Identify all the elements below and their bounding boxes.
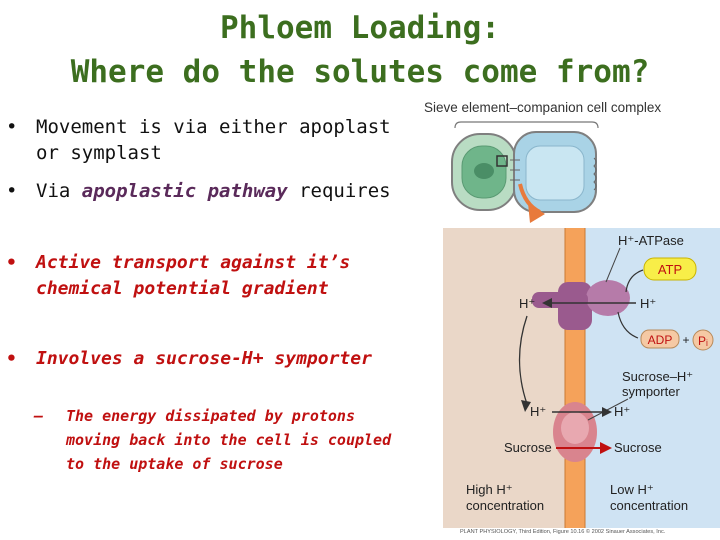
sucrose-left-label: Sucrose (504, 440, 552, 455)
sieve-cell-region (585, 228, 720, 528)
symporter-leader (587, 398, 629, 421)
zoom-marker-icon (496, 155, 508, 167)
companion-cell (451, 133, 517, 211)
inset-bracket (454, 121, 599, 129)
apoplast-region (443, 228, 565, 528)
h-ion-right-bottom: H⁺ (614, 404, 630, 419)
adp-badge (640, 329, 680, 349)
bullet-marker: • (6, 252, 17, 273)
symporter-label-line2: symporter (622, 384, 680, 399)
slide-title-line-1: Phloem Loading: (220, 10, 500, 46)
plus-label: + (682, 333, 689, 347)
adp-arrow-icon (617, 311, 639, 339)
atp-arrow-icon (625, 269, 644, 293)
bullet-text: Via apoplastic pathway requires (36, 178, 391, 204)
symporter-label-line1: Sucrose–H⁺ (622, 369, 693, 384)
h-ion-left-top: H⁺ (519, 296, 535, 311)
bullet-text: Active transport against it’s chemical p… (36, 252, 351, 299)
h-pump-arrowhead-icon (542, 298, 552, 308)
low-h-label-line1: Low H⁺ (610, 482, 654, 497)
adp-label: ADP (648, 333, 673, 347)
bullet-marker: • (6, 348, 17, 369)
h-atpase-protein (532, 280, 630, 330)
h-atpase-label: H⁺-ATPase (618, 233, 684, 248)
h-ion-left-bottom: H⁺ (530, 404, 546, 419)
bullet-text-post: requires (287, 180, 391, 202)
atp-label: ATP (658, 262, 682, 277)
slide-title-line-2: Where do the solutes come from? (70, 54, 650, 90)
low-h-label-line2: concentration (610, 498, 688, 513)
atp-badge (643, 257, 697, 281)
sucrose-h-symporter (553, 402, 597, 462)
h-ion-right-top: H⁺ (640, 296, 656, 311)
h-gradient-arrowhead-icon (521, 400, 531, 412)
apoplastic-pathway-emphasis: apoplastic pathway (81, 180, 288, 202)
plasma-membrane (565, 228, 585, 528)
high-h-label-line1: High H⁺ (466, 482, 513, 497)
sucrose-right-label: Sucrose (614, 440, 662, 455)
sub-bullet-marker: – (34, 407, 44, 425)
figure-credit: PLANT PHYSIOLOGY, Third Edition, Figure … (460, 528, 666, 535)
sieve-plate-icon (593, 157, 597, 191)
zoom-arrowhead-icon (528, 203, 545, 223)
sucrose-arrowhead-icon (600, 442, 612, 454)
plasmodesmata-icon (510, 159, 520, 181)
inset-title: Sieve element–companion cell complex (424, 100, 661, 115)
pi-label: Pᵢ (698, 334, 708, 348)
bullet-text: Involves a sucrose-H+ symporter (36, 348, 372, 369)
bullet-text: Movement is via either apoplast or sympl… (36, 116, 391, 164)
bullet-text-pre: Via (36, 180, 82, 202)
pi-badge (692, 329, 714, 351)
h-gradient-arrow-icon (518, 315, 528, 405)
h-symport-arrowhead-icon (602, 407, 612, 417)
bullet-marker: • (6, 180, 18, 202)
high-h-label-line2: concentration (466, 498, 544, 513)
zoom-arrow-icon (518, 183, 541, 214)
bullet-marker: • (6, 116, 18, 138)
sieve-element (513, 131, 597, 213)
sub-bullet-text: The energy dissipated by protons moving … (66, 407, 392, 473)
h-atpase-leader (605, 247, 621, 283)
